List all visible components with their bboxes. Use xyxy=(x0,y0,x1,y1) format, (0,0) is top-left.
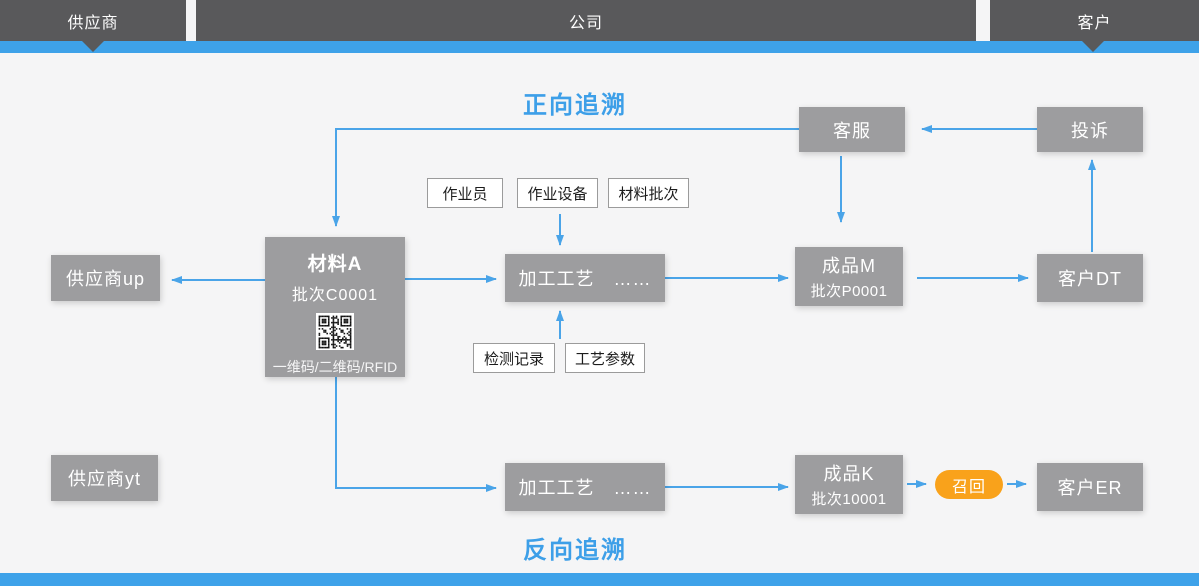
tag-inspection-record: 检测记录 xyxy=(473,343,555,373)
lane-customer-label: 客户 xyxy=(1077,14,1112,32)
tag-material-batch: 材料批次 xyxy=(608,178,689,208)
node-customer-service-label: 客服 xyxy=(833,120,871,141)
arrow-material-a-to-process-2 xyxy=(335,377,497,492)
node-supplier-up: 供应商up xyxy=(51,255,160,301)
lane-company-label: 公司 xyxy=(568,14,603,32)
node-supplier-yt-label: 供应商yt xyxy=(67,469,141,489)
node-process-1: 加工工艺 …… xyxy=(505,254,665,302)
node-customer-dt: 客户DT xyxy=(1037,254,1143,302)
node-process-1-label: 加工工艺 …… xyxy=(518,269,652,289)
node-product-k: 成品K 批次10001 xyxy=(795,455,903,514)
node-product-m-batch: 批次P0001 xyxy=(810,283,888,300)
node-material-a: 材料A 批次C0001 一维码/二维码/RFID xyxy=(265,237,405,377)
header-accent-bar xyxy=(0,41,1199,53)
customer-pointer-icon xyxy=(1082,41,1104,52)
node-process-2: 加工工艺 …… xyxy=(505,463,665,511)
node-complaint: 投诉 xyxy=(1037,107,1143,152)
recall-badge-label: 召回 xyxy=(951,478,986,496)
node-customer-er-label: 客户ER xyxy=(1057,478,1123,498)
node-process-2-label: 加工工艺 …… xyxy=(518,478,652,498)
node-product-m: 成品M 批次P0001 xyxy=(795,247,903,306)
forward-trace-title: 正向追溯 xyxy=(523,92,627,119)
node-material-a-code-types: 一维码/二维码/RFID xyxy=(272,359,398,375)
qr-code-icon xyxy=(316,313,354,350)
node-supplier-yt: 供应商yt xyxy=(51,455,158,501)
recall-badge: 召回 xyxy=(935,470,1003,499)
node-product-k-title: 成品K xyxy=(823,464,875,484)
tag-operator: 作业员 xyxy=(427,178,503,208)
footer-accent-bar xyxy=(0,573,1199,586)
lane-supplier-label: 供应商 xyxy=(67,14,119,32)
node-customer-dt-label: 客户DT xyxy=(1058,269,1122,289)
lane-company: 公司 xyxy=(196,0,976,41)
backward-trace-title: 反向追溯 xyxy=(523,537,627,564)
node-complaint-label: 投诉 xyxy=(1071,120,1109,141)
node-supplier-up-label: 供应商up xyxy=(65,269,146,289)
lane-customer: 客户 xyxy=(990,0,1199,41)
tag-process-params: 工艺参数 xyxy=(565,343,645,373)
node-material-a-batch: 批次C0001 xyxy=(291,287,379,304)
node-material-a-title: 材料A xyxy=(307,254,363,275)
node-customer-er: 客户ER xyxy=(1037,463,1143,511)
tag-equipment: 作业设备 xyxy=(517,178,598,208)
lane-supplier: 供应商 xyxy=(0,0,186,41)
supplier-pointer-icon xyxy=(82,41,104,52)
node-customer-service: 客服 xyxy=(799,107,905,152)
node-product-k-batch: 批次10001 xyxy=(811,491,887,508)
node-product-m-title: 成品M xyxy=(822,256,876,276)
